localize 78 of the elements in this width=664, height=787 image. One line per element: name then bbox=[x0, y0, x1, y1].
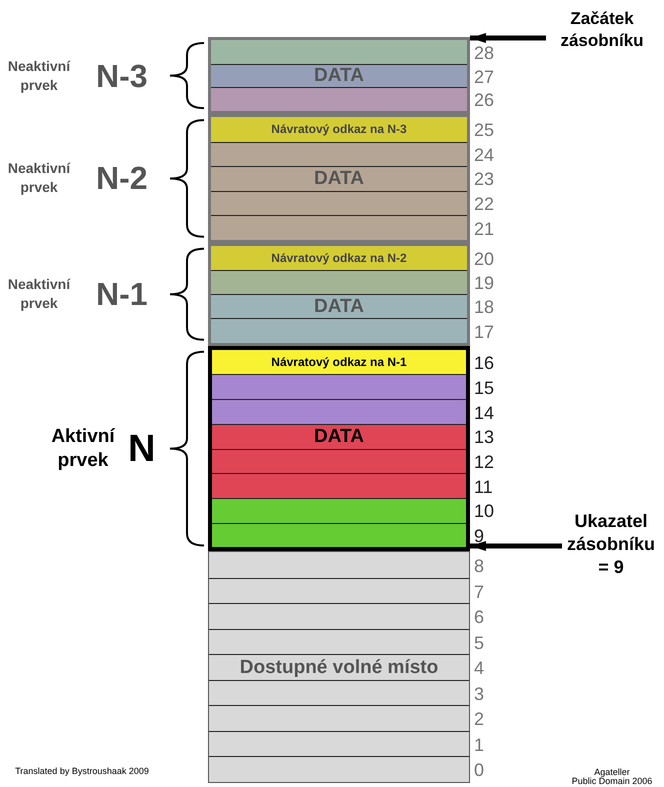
stack-frame bbox=[208, 114, 470, 243]
cell-index: 22 bbox=[474, 194, 494, 214]
data-cell: DATA bbox=[211, 166, 467, 191]
stack-cell bbox=[212, 498, 466, 523]
cell-index: 8 bbox=[474, 556, 484, 576]
frame-name: N-3 bbox=[96, 60, 148, 92]
arrow bbox=[470, 541, 562, 551]
cell-index: 4 bbox=[474, 658, 484, 678]
cell-index: 13 bbox=[474, 427, 494, 448]
frame-name: N bbox=[128, 430, 156, 468]
free-space-cell: Dostupné volné místo bbox=[209, 654, 469, 680]
stack-cell bbox=[209, 705, 469, 731]
data-cell: DATA bbox=[211, 294, 467, 318]
pointer-label: Začátek zásobníku bbox=[546, 8, 658, 52]
cell-index: 15 bbox=[474, 378, 494, 398]
stack-cell bbox=[211, 40, 467, 64]
cell-index: 26 bbox=[474, 90, 494, 110]
return-address-cell: Návratový odkaz na N-1 bbox=[212, 350, 466, 374]
cell-index: 18 bbox=[474, 297, 494, 318]
stack-cell bbox=[209, 756, 469, 782]
credit-text: Translated by Bystroushaak 2009 bbox=[14, 766, 150, 776]
data-cell: DATA bbox=[212, 424, 466, 449]
frame-label: Neaktivní prvek bbox=[6, 56, 72, 95]
frame-label: Aktivní prvek bbox=[50, 424, 116, 473]
cell-index: 24 bbox=[474, 144, 494, 165]
cell-index: 20 bbox=[474, 248, 494, 269]
stack-cell bbox=[212, 473, 466, 498]
cell-index: 0 bbox=[474, 760, 484, 780]
stack-cell bbox=[209, 552, 469, 578]
return-address-cell: Návratový odkaz na N-3 bbox=[211, 117, 467, 142]
frame-name: N-1 bbox=[96, 278, 148, 310]
cell-index: 16 bbox=[474, 353, 494, 374]
stack-cell bbox=[212, 399, 466, 424]
stack-cell bbox=[212, 448, 466, 474]
pointer-label: Ukazatel zásobníku = 9 bbox=[562, 510, 660, 579]
stack-cell bbox=[209, 628, 469, 654]
stack-cell bbox=[211, 215, 467, 240]
stack-cell bbox=[209, 730, 469, 756]
cell-index: 3 bbox=[474, 684, 484, 704]
return-address-cell: Návratový odkaz na N-2 bbox=[211, 246, 467, 270]
cell-index: 27 bbox=[474, 66, 494, 87]
cell-index: 10 bbox=[474, 501, 494, 522]
frame-label: Neaktivní prvek bbox=[6, 275, 72, 314]
stack-cell bbox=[212, 522, 466, 548]
cell-index: 28 bbox=[474, 42, 494, 63]
cell-index: 12 bbox=[474, 452, 494, 472]
stack-cell bbox=[211, 318, 467, 343]
cell-index: 11 bbox=[474, 476, 493, 497]
cell-index: 1 bbox=[474, 734, 484, 755]
arrow bbox=[470, 33, 546, 43]
cell-index: 21 bbox=[474, 218, 494, 239]
credit-text: Agateller bbox=[593, 767, 631, 777]
stack-cell bbox=[209, 680, 469, 706]
frame-name: N-2 bbox=[96, 162, 148, 194]
cell-index: 14 bbox=[474, 402, 494, 422]
cell-index: 7 bbox=[474, 582, 484, 602]
cell-index: 19 bbox=[474, 273, 494, 294]
stack-frame bbox=[208, 346, 470, 552]
cell-index: 17 bbox=[474, 322, 494, 342]
cell-index: 2 bbox=[474, 709, 484, 730]
stack-cell bbox=[209, 578, 469, 604]
stack-cell bbox=[209, 603, 469, 629]
stack-cell bbox=[211, 142, 467, 166]
cell-index: 23 bbox=[474, 169, 494, 190]
stack-cell bbox=[212, 374, 466, 400]
free-space-frame bbox=[208, 551, 470, 783]
cell-index: 25 bbox=[474, 120, 494, 140]
cell-index: 9 bbox=[474, 526, 484, 546]
credit-text: Public Domain 2006 bbox=[570, 776, 654, 786]
cell-index: 6 bbox=[474, 607, 484, 628]
stack-frame bbox=[208, 37, 470, 114]
stack-cell bbox=[211, 270, 467, 294]
stack-cell bbox=[211, 87, 467, 112]
stack-frame bbox=[208, 242, 470, 346]
stack-cell bbox=[211, 190, 467, 216]
frame-label: Neaktivní prvek bbox=[6, 159, 72, 198]
cell-index: 5 bbox=[474, 632, 484, 653]
data-cell: DATA bbox=[211, 64, 467, 88]
